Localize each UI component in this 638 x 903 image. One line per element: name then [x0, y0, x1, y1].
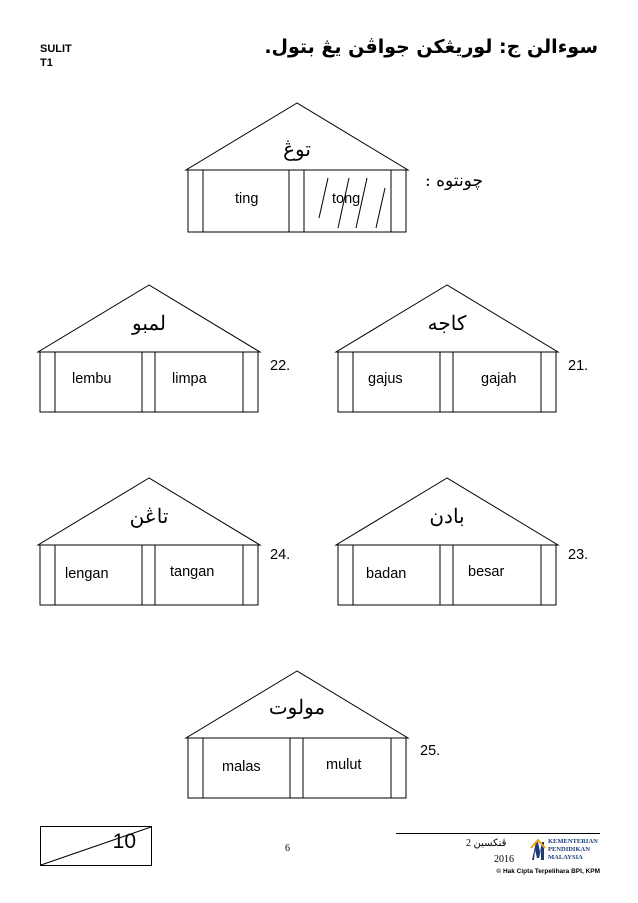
house-outline	[334, 477, 560, 606]
question-house-25: مولوت malas mulut	[184, 670, 410, 799]
ministry-emblem-icon	[530, 838, 546, 860]
house-outline	[184, 670, 410, 799]
house-right-word[interactable]: besar	[468, 564, 505, 580]
house-jawi-word: بادن	[429, 504, 465, 528]
house-outline	[334, 284, 560, 413]
logo-line-1: KEMENTERIAN	[548, 838, 598, 845]
house-jawi-word: لمبو	[131, 311, 167, 335]
question-number-21: 21.	[568, 358, 589, 374]
house-left-word[interactable]: gajus	[368, 371, 403, 387]
house-right-word[interactable]: mulut	[326, 757, 362, 773]
house-jawi-word: مولوت	[268, 695, 326, 719]
score-box: 10	[40, 826, 152, 866]
example-label: چونتوه :	[425, 171, 483, 191]
question-number-25: 25.	[420, 743, 441, 759]
logo-line-2: PENDIDIKAN	[548, 846, 590, 853]
footer-divider	[396, 833, 600, 834]
house-outline	[36, 284, 262, 413]
house-jawi-word: كاجه	[427, 311, 467, 335]
logo-line-3: MALAYSIA	[548, 854, 583, 861]
footer-subject: ڤنكسين 2	[466, 838, 507, 849]
sulit-text: SULIT	[40, 43, 72, 55]
sulit-label: SULIT T1	[40, 42, 72, 70]
house-left-word[interactable]: badan	[366, 566, 407, 582]
house-right-word[interactable]: limpa	[172, 371, 207, 387]
house-right-word[interactable]: tangan	[170, 564, 215, 580]
question-house-24: تاڠن lengan tangan	[36, 477, 262, 606]
house-right-word[interactable]: gajah	[481, 371, 517, 387]
question-number-24: 24.	[270, 547, 291, 563]
paper-code: T1	[40, 57, 53, 69]
question-house-22: لمبو lembu limpa	[36, 284, 262, 413]
score-total: 10	[112, 830, 136, 853]
ministry-logo: KEMENTERIAN PENDIDIKAN MALAYSIA	[530, 836, 598, 866]
question-number-23: 23.	[568, 547, 589, 563]
house-outline	[184, 102, 410, 233]
house-left-word[interactable]: lengan	[65, 566, 109, 582]
question-house-23: بادن badan besar	[334, 477, 560, 606]
question-house-21: كاجه gajus gajah	[334, 284, 560, 413]
footer-year: 2016	[494, 854, 514, 865]
house-jawi-word: تاڠن	[129, 504, 169, 528]
house-left-word[interactable]: malas	[222, 759, 261, 775]
house-jawi-word: توڠ	[283, 137, 311, 161]
copyright-text: © Hak Cipta Terpelihara BPI, KPM	[496, 868, 600, 875]
page-number: 6	[285, 843, 290, 854]
question-number-22: 22.	[270, 358, 291, 374]
house-left-word: ting	[235, 191, 259, 207]
score-box-outline	[40, 826, 152, 866]
instruction-text: سوءالن ج: لوريڠكن جواڤن يڠ بتول.	[264, 36, 598, 58]
example-house: توڠ ting tong	[184, 102, 410, 233]
house-outline	[36, 477, 262, 606]
house-left-word[interactable]: lembu	[72, 371, 112, 387]
house-right-word: tong	[332, 191, 361, 207]
